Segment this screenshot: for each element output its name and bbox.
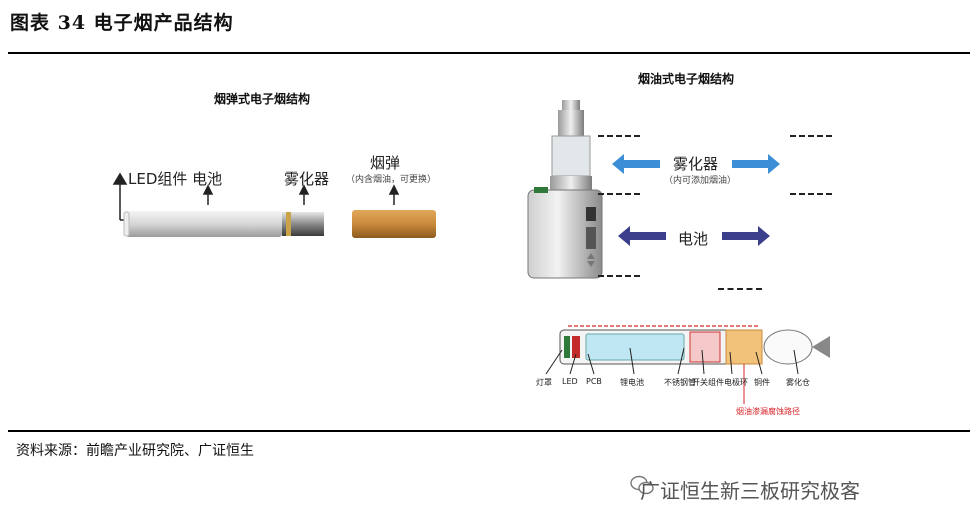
ann-electrode-ring: 电极环	[724, 378, 748, 387]
up-arrows	[202, 184, 400, 205]
ann-li-battery: 锂电池	[620, 378, 644, 387]
source-note: 资料来源：前瞻产业研究院、广证恒生	[16, 443, 254, 459]
atomizing-chamber	[763, 329, 813, 365]
guide-dash-6	[718, 288, 762, 290]
battery-left-arrow	[618, 226, 666, 246]
right-panel-arrows	[612, 154, 780, 246]
right-atomizer-label: 雾化器	[673, 155, 719, 173]
guide-dash-2	[598, 193, 640, 195]
cartridge-note: （内含烟油，可更换）	[346, 175, 437, 185]
ann-lamp-cover: 灯罩	[536, 378, 552, 387]
cartridge-label: 烟弹	[370, 154, 401, 172]
wechat-icon	[630, 475, 654, 495]
guide-dash-5	[790, 193, 832, 195]
right-battery-label: 电池	[678, 230, 709, 248]
atomizer-right-arrow	[732, 154, 780, 174]
cartridge-body	[352, 210, 436, 238]
ann-atomizing-chamber: 雾化仓	[786, 378, 810, 387]
atomizer-label: 雾化器	[284, 170, 330, 188]
guide-dash-4	[790, 135, 832, 137]
watermark: 广证恒生新三板研究极客	[640, 479, 860, 503]
guide-dash-1	[598, 135, 640, 137]
led-arrow-bracket	[112, 172, 128, 221]
battery-body	[126, 211, 282, 237]
ann-switch: 开关组件	[692, 378, 724, 387]
page-title: 图表 34 电子烟产品结构	[10, 12, 234, 34]
ann-pcb: PCB	[586, 377, 602, 386]
leak-path-label: 烟油渗漏腐蚀路径	[736, 407, 800, 416]
battery-right-arrow	[722, 226, 770, 246]
cartridge-ecig-illustration	[112, 172, 436, 238]
right-atomizer-note: （内可添加烟油）	[664, 176, 737, 186]
cross-section-diagram	[545, 325, 830, 404]
mod-box	[527, 189, 603, 279]
top-divider	[8, 52, 970, 54]
led-battery-label: LED组件 电池	[128, 170, 223, 188]
ann-copper: 铜件	[754, 378, 770, 387]
bottom-divider	[8, 430, 970, 432]
cartridge-end	[725, 329, 763, 365]
right-panel-title: 烟油式电子烟结构	[638, 72, 735, 86]
ann-steel-tube: 不锈钢管	[664, 378, 696, 387]
mod-ecig-illustration	[527, 100, 603, 279]
left-panel-title: 烟弹式电子烟结构	[214, 92, 311, 106]
atomizer-left-arrow	[612, 154, 660, 174]
ann-led: LED	[562, 377, 578, 386]
li-battery	[585, 333, 685, 361]
guide-dash-3	[598, 275, 640, 277]
